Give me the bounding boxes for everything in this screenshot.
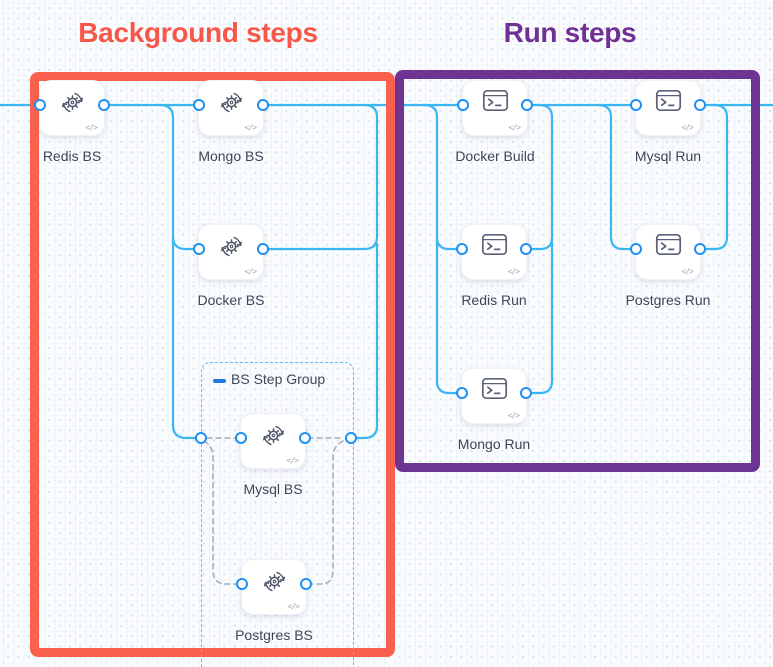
edge: [158, 103, 201, 440]
port-mysql-bs-in[interactable]: [235, 432, 247, 444]
sync-gear-icon: [261, 568, 288, 600]
port-mongo-run-in[interactable]: [456, 387, 468, 399]
dashed-edge: [203, 440, 240, 585]
run-steps-title: Run steps: [503, 17, 637, 48]
code-icon: </>: [244, 123, 257, 132]
node-label-postgres-run: Postgres Run: [625, 292, 711, 308]
port-mysql-run-in[interactable]: [630, 99, 642, 111]
port-group-in[interactable]: [195, 432, 207, 444]
port-postgres-run-out[interactable]: [694, 243, 706, 255]
node-mysql-run[interactable]: </>: [635, 80, 701, 136]
terminal-icon: [481, 377, 508, 405]
port-redis-run-out[interactable]: [520, 243, 532, 255]
port-mysql-bs-out[interactable]: [299, 432, 311, 444]
code-icon: </>: [681, 123, 694, 132]
edge: [262, 103, 379, 251]
edge: [525, 236, 554, 251]
port-docker-build-out[interactable]: [521, 99, 533, 111]
port-docker-build-in[interactable]: [457, 99, 469, 111]
code-icon: </>: [286, 456, 299, 465]
port-docker-bs-out[interactable]: [257, 243, 269, 255]
port-redis-bs-in[interactable]: [34, 99, 46, 111]
code-icon: </>: [507, 267, 520, 276]
terminal-icon: [482, 89, 509, 117]
node-label-mongo-run: Mongo Run: [457, 436, 531, 452]
edge: [351, 242, 379, 440]
edge: [596, 103, 637, 251]
terminal-icon: [481, 233, 508, 261]
node-postgres-run[interactable]: </>: [635, 224, 701, 280]
code-icon: </>: [507, 411, 520, 420]
port-mongo-bs-out[interactable]: [257, 99, 269, 111]
node-label-redis-run: Redis Run: [461, 292, 527, 308]
sync-gear-icon: [59, 89, 86, 121]
edge: [171, 235, 200, 251]
code-icon: </>: [508, 123, 521, 132]
collapse-dash-icon[interactable]: [213, 379, 226, 383]
port-postgres-run-in[interactable]: [630, 243, 642, 255]
port-redis-bs-out[interactable]: [98, 99, 110, 111]
terminal-icon: [655, 89, 682, 117]
code-icon: </>: [681, 267, 694, 276]
bs-step-group-box[interactable]: BS Step Group: [201, 362, 354, 667]
port-mysql-run-out[interactable]: [694, 99, 706, 111]
edge: [699, 103, 729, 251]
node-label-postgres-bs: Postgres BS: [235, 627, 313, 643]
node-label-mysql-bs: Mysql BS: [243, 481, 303, 497]
node-label-docker-build: Docker Build: [455, 148, 535, 164]
port-mongo-run-out[interactable]: [520, 387, 532, 399]
node-mongo-bs[interactable]: </>: [198, 80, 264, 136]
group-label: BS Step Group: [231, 371, 326, 387]
code-icon: </>: [287, 602, 300, 611]
node-redis-run[interactable]: </>: [461, 224, 527, 280]
sync-gear-icon: [260, 422, 287, 454]
edge: [525, 103, 554, 395]
port-mongo-bs-in[interactable]: [193, 99, 205, 111]
port-postgres-bs-out[interactable]: [300, 578, 312, 590]
background-steps-title: Background steps: [78, 17, 318, 48]
terminal-icon: [655, 233, 682, 261]
node-redis-bs[interactable]: </>: [39, 80, 105, 136]
edge: [422, 103, 463, 395]
node-postgres-bs[interactable]: </>: [241, 559, 307, 615]
node-label-mongo-bs: Mongo BS: [198, 148, 264, 164]
port-redis-run-in[interactable]: [456, 243, 468, 255]
node-label-docker-bs: Docker BS: [197, 292, 265, 308]
code-icon: </>: [244, 267, 257, 276]
sync-gear-icon: [218, 89, 245, 121]
node-docker-bs[interactable]: </>: [198, 224, 264, 280]
node-docker-build[interactable]: </>: [462, 80, 528, 136]
port-docker-bs-in[interactable]: [193, 243, 205, 255]
node-label-mysql-run: Mysql Run: [634, 148, 702, 164]
port-group-out[interactable]: [345, 432, 357, 444]
port-postgres-bs-in[interactable]: [236, 578, 248, 590]
node-mysql-bs[interactable]: </>: [240, 413, 306, 469]
sync-gear-icon: [218, 233, 245, 265]
node-label-redis-bs: Redis BS: [42, 148, 102, 164]
code-icon: </>: [85, 123, 98, 132]
edge: [435, 235, 463, 251]
node-mongo-run[interactable]: </>: [461, 368, 527, 424]
dashed-edge: [308, 440, 344, 585]
